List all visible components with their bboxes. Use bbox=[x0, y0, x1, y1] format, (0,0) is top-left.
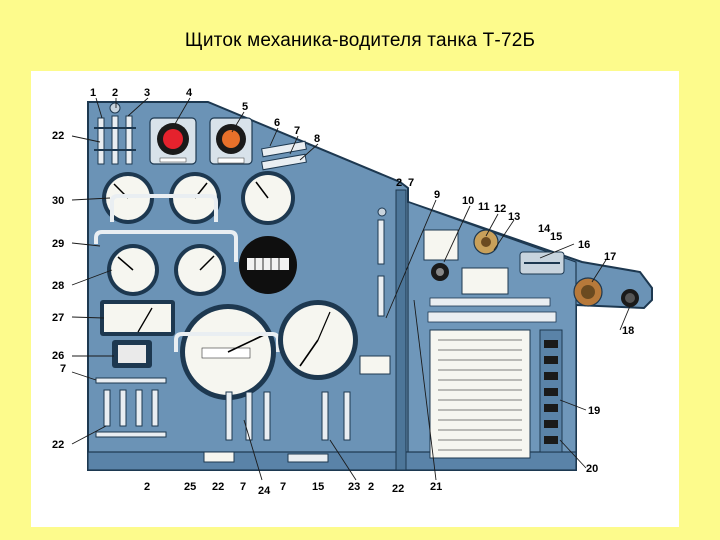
gauge-guard-lower bbox=[94, 230, 238, 262]
callout-12: 12 bbox=[494, 203, 506, 215]
callout-8: 8 bbox=[314, 133, 320, 145]
orange-warning-lamp bbox=[209, 117, 253, 165]
panel-divider bbox=[395, 189, 407, 471]
callout-23: 23 bbox=[348, 481, 360, 493]
gauge-3 bbox=[241, 171, 295, 225]
callout-29: 29 bbox=[52, 238, 64, 250]
switch-column-lower-mid[interactable] bbox=[203, 391, 271, 463]
connector-17[interactable] bbox=[573, 277, 603, 307]
red-warning-lamp bbox=[149, 117, 197, 165]
gauge-4 bbox=[107, 244, 159, 296]
callout-labels: 1 2 3 4 5 6 7 8 22 30 29 28 27 26 7 22 2… bbox=[52, 87, 634, 497]
voltmeter bbox=[100, 300, 175, 336]
callout-17: 17 bbox=[604, 251, 616, 263]
callout-10: 10 bbox=[462, 195, 474, 207]
callout-30: 30 bbox=[52, 195, 64, 207]
callout-15: 15 bbox=[550, 231, 562, 243]
callout-15b: 15 bbox=[312, 481, 324, 493]
callout-11: 11 bbox=[478, 201, 490, 213]
ammeter bbox=[112, 340, 152, 368]
callout-21: 21 bbox=[430, 481, 442, 493]
gauge-row-lower bbox=[94, 230, 297, 296]
odometer bbox=[239, 236, 297, 294]
speedometer bbox=[278, 300, 358, 380]
callout-22b: 22 bbox=[52, 439, 64, 451]
callout-7: 7 bbox=[294, 125, 300, 137]
callout-27: 27 bbox=[52, 312, 64, 324]
callout-14: 14 bbox=[538, 223, 551, 235]
switch-column-lower-left[interactable] bbox=[95, 377, 167, 438]
callout-22: 22 bbox=[52, 130, 64, 142]
gauge-5 bbox=[174, 244, 226, 296]
switch-column-left[interactable] bbox=[94, 102, 136, 165]
callout-20: 20 bbox=[586, 463, 598, 475]
callout-1: 1 bbox=[90, 87, 96, 99]
leader-lines bbox=[71, 97, 631, 481]
instruction-plate-small bbox=[461, 267, 509, 295]
tachometer bbox=[174, 304, 280, 400]
callout-18: 18 bbox=[622, 325, 634, 337]
callout-2: 2 bbox=[112, 87, 118, 99]
callout-28: 28 bbox=[52, 280, 64, 292]
callout-4: 4 bbox=[186, 87, 193, 99]
fuse-column[interactable] bbox=[539, 329, 563, 453]
callout-7b: 7 bbox=[60, 363, 66, 375]
mode-switch-14[interactable] bbox=[519, 251, 565, 275]
instruction-plate bbox=[429, 329, 531, 459]
callout-22d: 22 bbox=[392, 483, 404, 495]
callout-7d: 7 bbox=[240, 481, 246, 493]
callout-3: 3 bbox=[144, 87, 150, 99]
callout-5: 5 bbox=[242, 101, 248, 113]
page-title: Щиток механика-водителя танка Т-72Б bbox=[184, 30, 536, 51]
callout-7e: 7 bbox=[280, 481, 286, 493]
callout-25: 25 bbox=[184, 481, 196, 493]
callout-2d: 2 bbox=[368, 481, 374, 493]
callout-19: 19 bbox=[588, 405, 600, 417]
callout-22c: 22 bbox=[212, 481, 224, 493]
gauge-row-upper bbox=[102, 171, 295, 225]
callout-24: 24 bbox=[258, 485, 271, 497]
callout-13: 13 bbox=[508, 211, 520, 223]
callout-7c: 7 bbox=[408, 177, 414, 189]
gauge-guard-upper bbox=[110, 194, 218, 222]
indicator-box-9 bbox=[423, 229, 459, 281]
callout-2b: 2 bbox=[396, 177, 402, 189]
callout-2c: 2 bbox=[144, 481, 150, 493]
callout-9: 9 bbox=[434, 189, 440, 201]
callout-6: 6 bbox=[274, 117, 280, 129]
callout-26: 26 bbox=[52, 350, 64, 362]
switch-column-center[interactable] bbox=[359, 207, 391, 375]
button-18[interactable] bbox=[621, 289, 639, 307]
callout-16: 16 bbox=[578, 239, 590, 251]
toggle-block-top[interactable] bbox=[261, 140, 307, 171]
switch-column-lower-center[interactable] bbox=[287, 391, 351, 463]
knob-11[interactable] bbox=[473, 229, 499, 255]
control-strip-labels bbox=[427, 297, 557, 323]
